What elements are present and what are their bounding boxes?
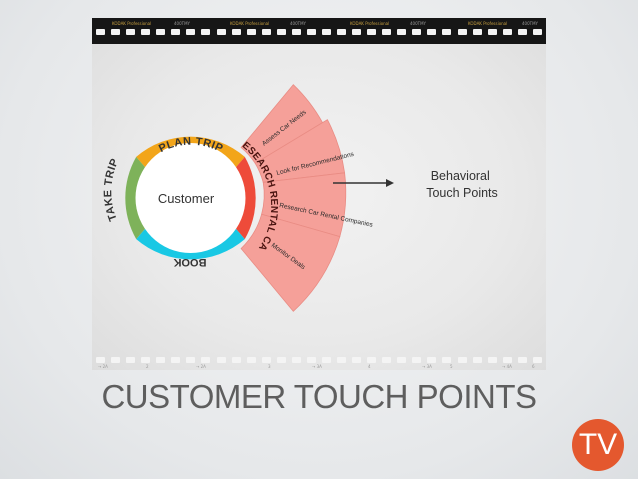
- strip-bottom-label: 6: [532, 364, 535, 369]
- customer-ring: [125, 136, 256, 260]
- strip-bottom-label: → 2A: [98, 364, 108, 369]
- strip-bottom-label: → 3A: [312, 364, 322, 369]
- behavioral-touch-points-label: Behavioral Touch Points: [426, 169, 498, 200]
- strip-top-label: KODAK Professional: [350, 21, 390, 26]
- strip-top-label: KODAK Professional: [468, 21, 508, 26]
- strip-bottom-label: → 4A: [502, 364, 512, 369]
- strip-top-label: 400TMY: [290, 21, 306, 26]
- strip-top-label: KODAK Professional: [112, 21, 152, 26]
- strip-bottom-label: 3: [268, 364, 271, 369]
- ring-label-book: BOOK: [173, 256, 206, 268]
- center-label-customer: Customer: [158, 191, 215, 206]
- strip-top-label: KODAK Professional: [230, 21, 270, 26]
- ring-center: [135, 143, 246, 253]
- sprocket-holes-top: [96, 29, 542, 35]
- sprocket-holes-bottom: [96, 357, 542, 363]
- strip-bottom-label: 2: [146, 364, 149, 369]
- strip-bottom-label: 5: [450, 364, 453, 369]
- slide-title: CUSTOMER TOUCH POINTS: [101, 378, 537, 415]
- fan-sector-4: [240, 213, 341, 312]
- ring-label-take-trip: TAKE TRIP: [102, 157, 121, 223]
- strip-bottom-label: → 3A: [422, 364, 432, 369]
- strip-bottom-label: → 2A: [196, 364, 206, 369]
- tv-badge: TV: [572, 419, 624, 471]
- strip-bottom-label: 4: [368, 364, 371, 369]
- strip-top-label: 400TMY: [410, 21, 426, 26]
- arrow-icon: [333, 179, 394, 187]
- strip-top-label: 400TMY: [174, 21, 190, 26]
- strip-top-label: 400TMY: [522, 21, 538, 26]
- touchpoint-fan: [240, 84, 347, 312]
